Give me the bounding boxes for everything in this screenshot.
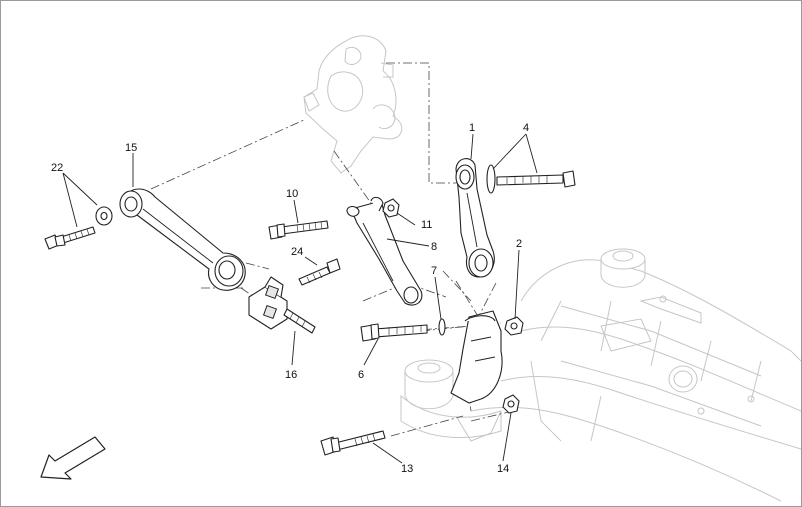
callout-leaders [62,133,538,464]
callout-11: 11 [421,219,432,231]
bolt-washer-22 [44,206,113,250]
callout-16: 16 [285,369,297,381]
callout-7: 7 [431,265,437,277]
callout-1: 1 [469,122,475,134]
wheel-knuckle-ghost [303,35,403,174]
callout-6: 6 [358,369,364,381]
nut-11 [382,198,400,218]
bolt-6 [360,323,428,342]
callout-22: 22 [51,162,63,174]
bolt-washer-4 [486,164,576,194]
callout-10: 10 [286,188,298,200]
rear-subframe-ghost [400,248,801,502]
lower-link-8 [346,196,423,306]
nut-14 [502,394,520,414]
callout-8: 8 [431,241,437,253]
callout-15: 15 [125,142,137,154]
bolt-10 [268,220,329,240]
subframe-bracket [450,310,503,404]
callout-4: 4 [523,122,529,134]
front-direction-arrow-icon [40,436,106,480]
bracket-bolt-16 [248,276,316,334]
bolt-13 [320,430,386,456]
callout-labels: 1 4 15 22 10 11 8 24 2 7 6 16 13 14 [51,122,529,475]
bolt-24 [298,258,341,286]
control-arm-15 [119,188,246,291]
washer-7 [438,318,446,336]
callout-2: 2 [516,238,522,250]
upper-link-1 [455,158,495,278]
callout-13: 13 [401,463,413,475]
nut-2 [504,316,524,336]
callout-24: 24 [291,246,303,258]
callout-14: 14 [497,463,509,475]
